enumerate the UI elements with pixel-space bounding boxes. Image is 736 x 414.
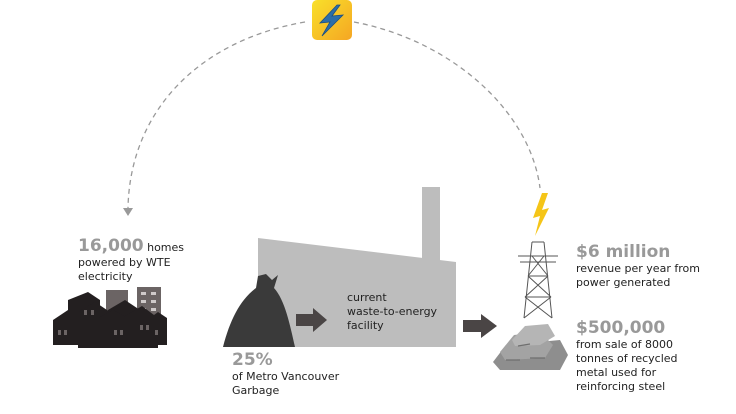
metal-revenue-desc-line: metal used for — [576, 366, 657, 379]
transmission-tower-icon — [518, 241, 558, 319]
arrow-right-icon — [463, 314, 497, 338]
facility-label-line: facility — [347, 319, 384, 332]
electricity-icon — [312, 0, 352, 40]
garbage-desc-line: of Metro Vancouver — [232, 370, 340, 383]
metal-revenue-desc-line: tonnes of recycled — [576, 352, 678, 365]
garbage-stat: 25% of Metro Vancouver Garbage — [232, 350, 339, 398]
homes-stat: 16,000 homes powered by WTE electricity — [78, 236, 184, 284]
facility-label-line: waste-to-energy — [347, 305, 438, 318]
houses-icon — [53, 287, 167, 348]
garbage-desc-line: Garbage — [232, 384, 280, 397]
flow-arc-to-homes — [127, 21, 306, 209]
facility-label-line: current — [347, 291, 387, 304]
power-revenue-value: $6 million — [576, 242, 671, 262]
homes-value: 16,000 — [78, 236, 144, 256]
metal-ingots-icon — [493, 324, 568, 370]
lightning-icon — [533, 193, 549, 236]
garbage-bag-icon — [223, 274, 295, 347]
metal-revenue-desc-line: reinforcing steel — [576, 380, 666, 393]
arrowhead-icon — [123, 208, 133, 216]
garbage-value: 25% — [232, 350, 273, 370]
metal-revenue-desc-line: from sale of 8000 — [576, 338, 673, 351]
metal-revenue-value: $500,000 — [576, 318, 666, 338]
homes-desc-line: electricity — [78, 270, 133, 283]
flow-arc-from-tower — [353, 21, 541, 189]
facility-label: current waste-to-energy facility — [347, 291, 437, 333]
homes-unit: homes — [147, 241, 185, 254]
power-revenue-stat: $6 million revenue per year from power g… — [576, 242, 700, 290]
homes-desc-line: powered by WTE — [78, 256, 171, 269]
metal-revenue-stat: $500,000 from sale of 8000 tonnes of rec… — [576, 318, 678, 394]
arrow-right-icon — [296, 308, 327, 332]
power-revenue-desc-line: power generated — [576, 276, 671, 289]
power-revenue-desc-line: revenue per year from — [576, 262, 700, 275]
